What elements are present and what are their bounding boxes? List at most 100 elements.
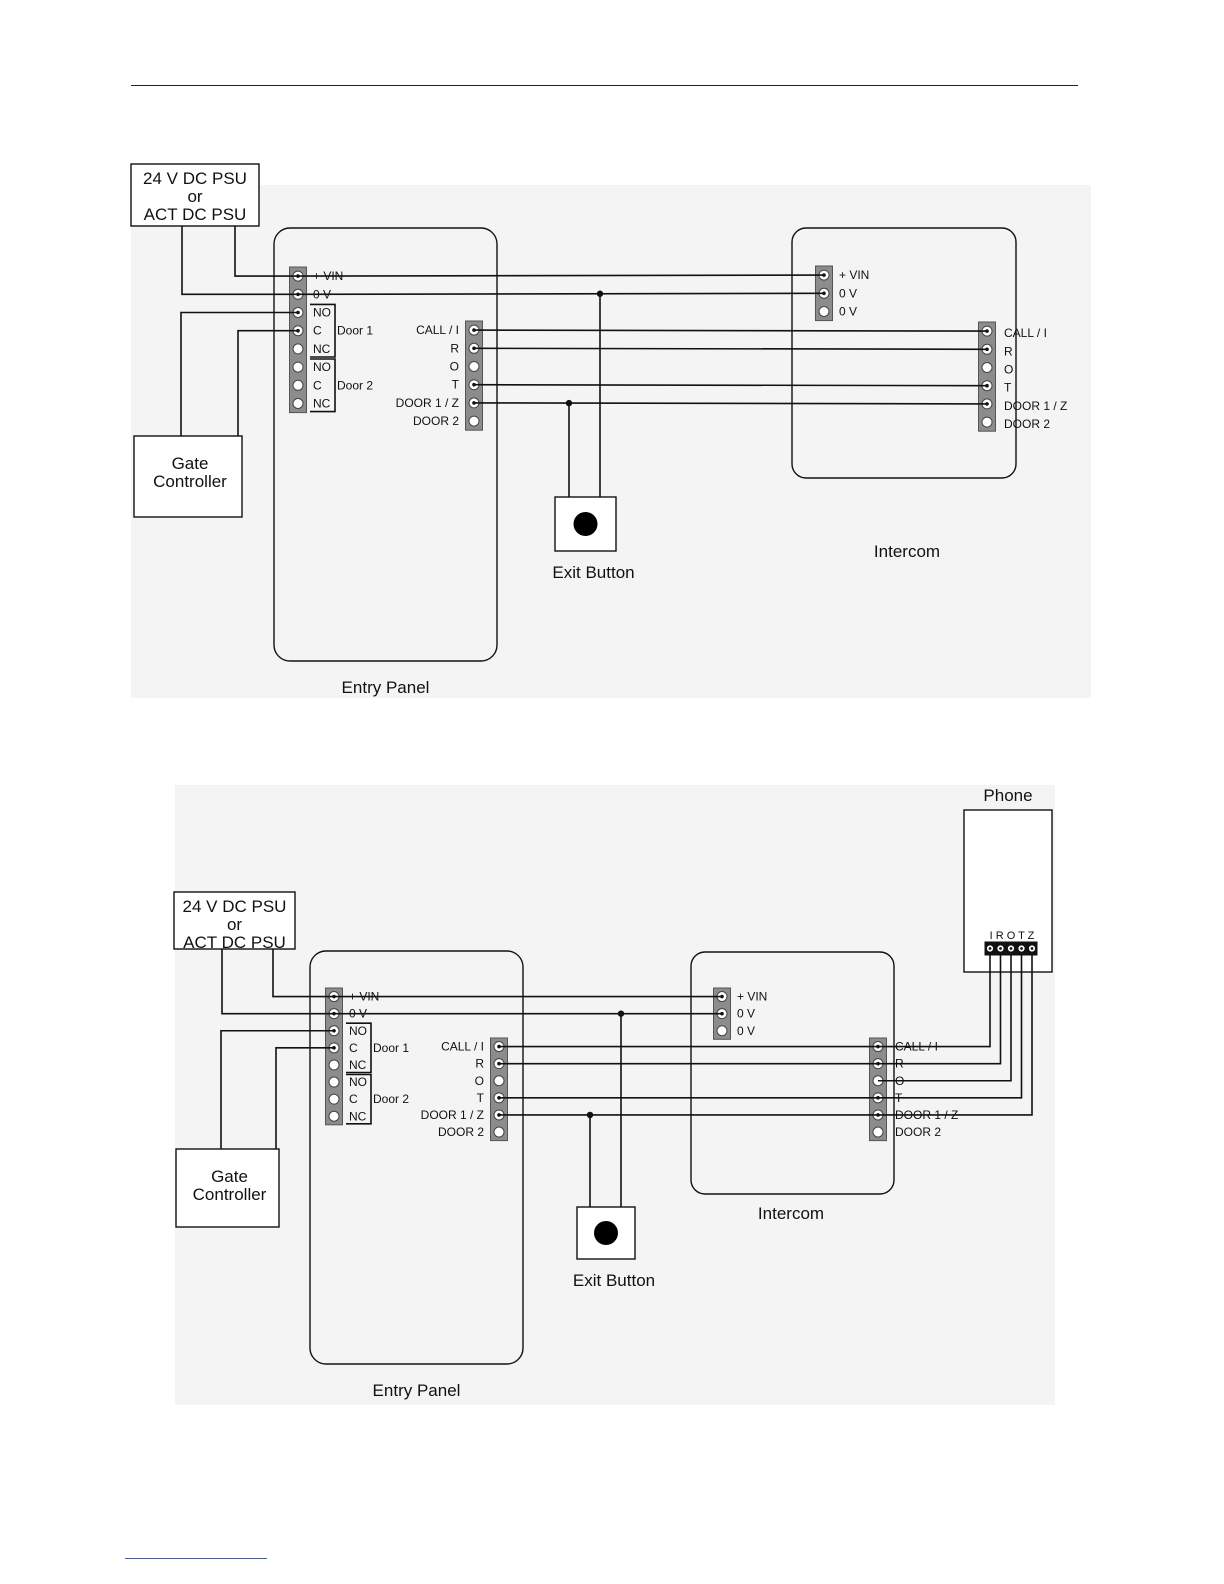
entry-left-terminal-label: NC bbox=[313, 342, 331, 356]
entry-left-terminal-label: NC bbox=[313, 397, 331, 411]
entry-panel-label: Entry Panel bbox=[342, 678, 430, 697]
intercom-signal-strip-terminal bbox=[981, 416, 993, 428]
entry-panel-box bbox=[309, 950, 524, 1365]
entry-right-terminal-label: R bbox=[475, 1057, 484, 1071]
entry-right-terminal-label: DOOR 2 bbox=[413, 414, 459, 428]
wire-signal bbox=[473, 402, 988, 405]
entry-intercom-strip-terminal bbox=[468, 415, 480, 427]
psu-box bbox=[130, 163, 260, 227]
phone-terminal-contact bbox=[1009, 947, 1013, 950]
psu-label: or bbox=[227, 915, 242, 934]
entry-intercom-strip-terminal bbox=[493, 1075, 505, 1087]
intercom-box bbox=[791, 227, 1017, 479]
entry-right-terminal-label: T bbox=[452, 378, 460, 392]
door-relay-bracket bbox=[346, 1022, 372, 1074]
intercom-power-terminal-label: 0 V bbox=[737, 1007, 755, 1021]
entry-left-terminal-label: C bbox=[313, 324, 322, 338]
phone-terminal-contact bbox=[1030, 947, 1034, 950]
entry-right-terminal-label: DOOR 1 / Z bbox=[396, 396, 459, 410]
entry-right-terminal-label: R bbox=[450, 341, 459, 355]
intercom-power-strip-terminal bbox=[716, 1025, 728, 1037]
entry-panel-box bbox=[273, 227, 498, 662]
entry-intercom-strip-terminal bbox=[468, 361, 480, 372]
intercom-terminal-label: CALL / I bbox=[1004, 326, 1047, 340]
intercom-terminal-label: O bbox=[1004, 363, 1013, 377]
entry-left-terminal-label: C bbox=[313, 378, 322, 392]
psu-label: ACT DC PSU bbox=[144, 205, 247, 224]
entry-power-relay-strip bbox=[325, 987, 343, 1126]
diagram-background bbox=[131, 185, 1091, 698]
wire-psu-0v bbox=[181, 226, 298, 296]
intercom-label: Intercom bbox=[874, 542, 940, 561]
entry-panel-label: Entry Panel bbox=[373, 1381, 461, 1400]
door-group-label: Door 2 bbox=[337, 378, 373, 392]
intercom-power-terminal-label: 0 V bbox=[839, 286, 857, 300]
wire-gate-c bbox=[237, 329, 298, 436]
entry-intercom-strip bbox=[465, 320, 483, 431]
intercom-signal-strip-terminal-contact bbox=[985, 329, 989, 333]
phone-label: Phone bbox=[983, 786, 1032, 805]
entry-intercom-strip bbox=[490, 1037, 508, 1142]
entry-left-terminal-label: NO bbox=[349, 1024, 367, 1038]
phone-terminal-contact bbox=[999, 947, 1002, 950]
phone-terminal-contact bbox=[988, 947, 992, 950]
junction-door1 bbox=[565, 399, 573, 407]
exit-button-icon bbox=[594, 1221, 618, 1245]
entry-intercom-strip-terminal bbox=[493, 1126, 505, 1138]
gate-controller-box bbox=[175, 1148, 280, 1228]
psu-label: 24 V DC PSU bbox=[143, 169, 247, 188]
gate-controller-label: Gate bbox=[172, 454, 209, 473]
gate-controller-box bbox=[133, 435, 243, 518]
intercom-terminal-label: R bbox=[1004, 344, 1013, 358]
entry-left-terminal-label: NC bbox=[349, 1109, 367, 1123]
gate-controller-label: Controller bbox=[193, 1185, 267, 1204]
gate-controller-label: Controller bbox=[153, 472, 227, 491]
entry-power-relay-strip bbox=[289, 266, 307, 414]
entry-power-relay-strip-terminal bbox=[328, 1076, 340, 1088]
entry-left-terminal-label: NO bbox=[313, 360, 331, 374]
entry-power-relay-strip-terminal bbox=[292, 398, 304, 409]
phone-terminal-contact bbox=[1020, 947, 1023, 950]
footer-rule bbox=[125, 1558, 267, 1559]
wire-phone bbox=[878, 955, 1023, 1099]
intercom-signal-strip bbox=[978, 321, 996, 432]
intercom-terminal-label: DOOR 2 bbox=[895, 1125, 941, 1139]
entry-right-terminal-label: O bbox=[475, 1074, 484, 1088]
entry-right-terminal-label: DOOR 1 / Z bbox=[421, 1108, 484, 1122]
wire-vin-to-intercom bbox=[297, 274, 825, 277]
wire-phone bbox=[878, 955, 1002, 1065]
exit-button-label: Exit Button bbox=[573, 1271, 655, 1290]
entry-left-terminal-label: NO bbox=[313, 306, 331, 320]
door-relay-bracket bbox=[310, 358, 336, 413]
exit-button-label: Exit Button bbox=[552, 563, 634, 582]
wire-psu-0v bbox=[221, 949, 334, 1015]
wire-signal bbox=[473, 383, 988, 387]
phone-terminal-labels: I R O T Z bbox=[990, 930, 1035, 942]
wire-signal bbox=[473, 347, 988, 351]
gate-controller-label: Gate bbox=[211, 1167, 248, 1186]
intercom-signal-strip-terminal-contact bbox=[985, 402, 989, 406]
intercom-power-terminal-label: + VIN bbox=[737, 990, 767, 1004]
intercom-terminal-label: DOOR 1 / Z bbox=[1004, 399, 1067, 413]
intercom-power-terminal-label: 0 V bbox=[737, 1024, 755, 1038]
entry-power-relay-strip-terminal bbox=[292, 343, 304, 355]
intercom-terminal-label: DOOR 2 bbox=[1004, 417, 1050, 431]
wire-phone bbox=[878, 955, 1012, 1082]
entry-left-terminal-label: C bbox=[349, 1092, 358, 1106]
intercom-label: Intercom bbox=[758, 1204, 824, 1223]
intercom-terminal-label: T bbox=[1004, 381, 1012, 395]
intercom-box bbox=[690, 951, 895, 1195]
intercom-signal-strip bbox=[869, 1037, 887, 1142]
entry-left-terminal-label: NC bbox=[349, 1058, 367, 1072]
entry-power-relay-strip-terminal bbox=[328, 1110, 340, 1122]
entry-right-terminal-label: O bbox=[450, 360, 459, 374]
psu-label: ACT DC PSU bbox=[183, 933, 286, 952]
header-rule bbox=[131, 85, 1078, 86]
wire-gate-c bbox=[275, 1047, 334, 1149]
intercom-power-terminal-label: + VIN bbox=[839, 268, 869, 282]
wire-phone bbox=[878, 955, 1033, 1116]
entry-right-terminal-label: CALL / I bbox=[416, 323, 459, 337]
entry-power-relay-strip-terminal bbox=[328, 1059, 340, 1071]
